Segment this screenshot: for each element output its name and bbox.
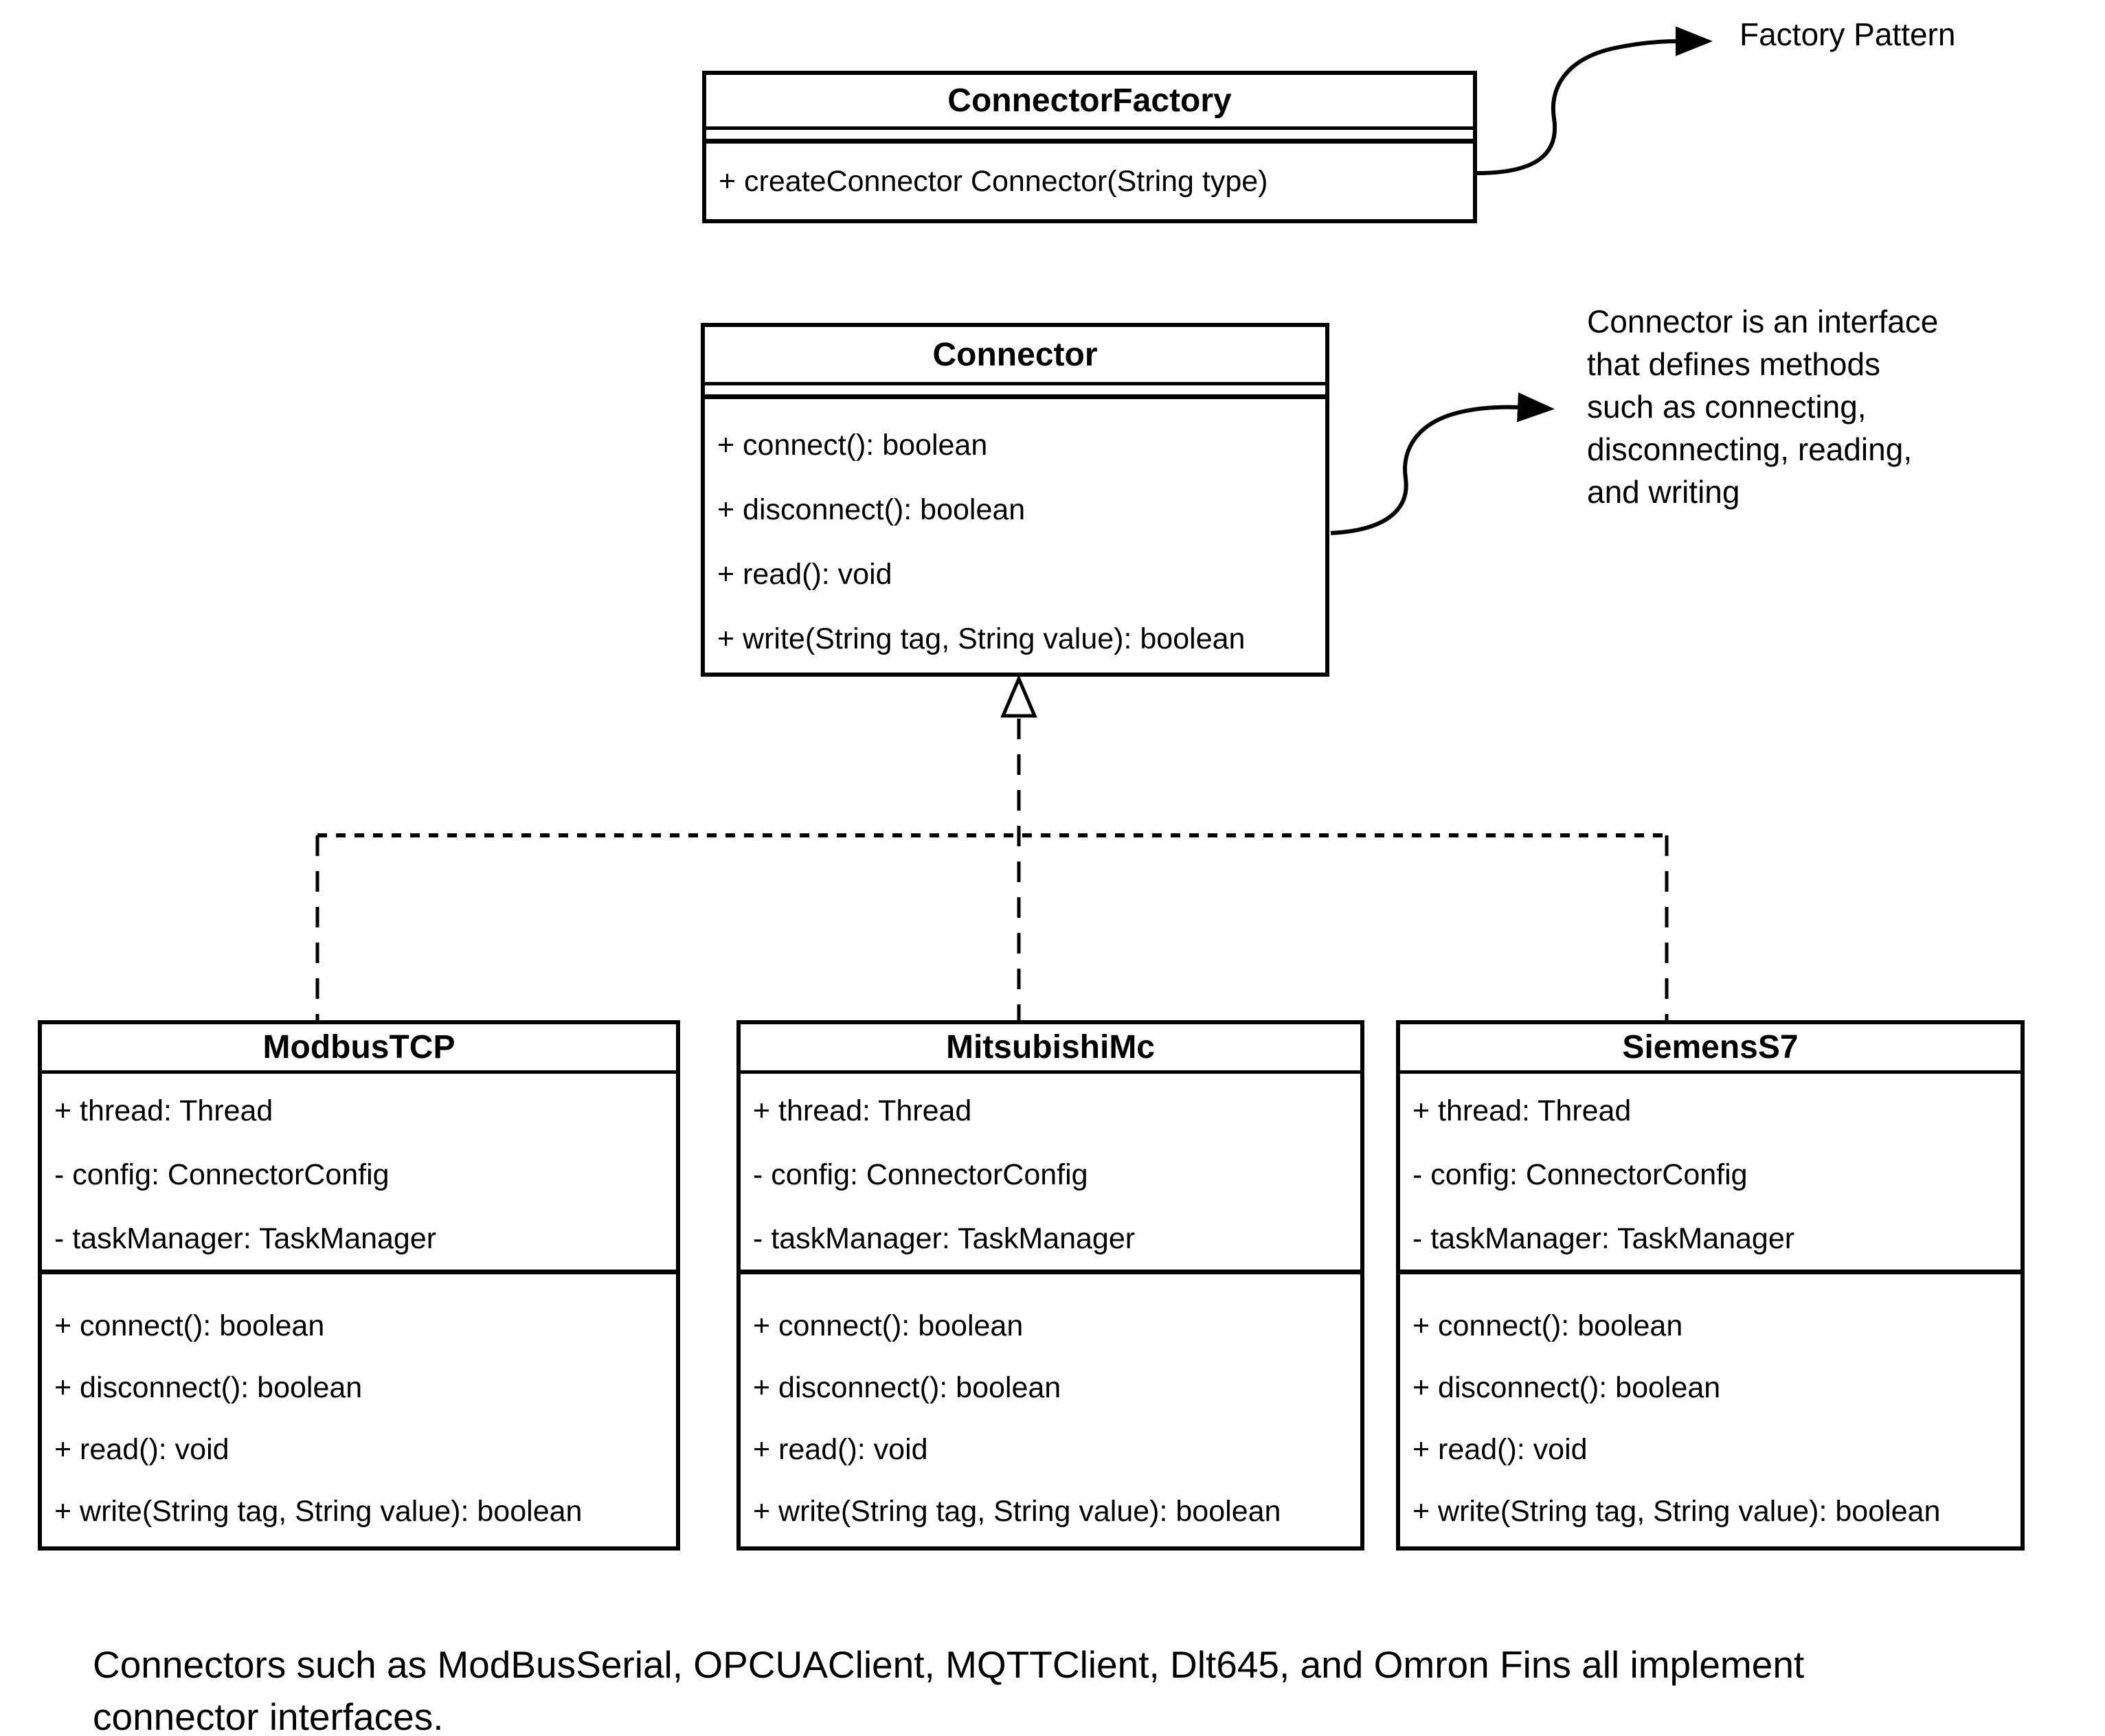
class-attribute: - config: ConnectorConfig (54, 1158, 390, 1191)
class-attribute: - config: ConnectorConfig (1412, 1158, 1748, 1191)
class-title: Connector (705, 327, 1325, 385)
class-method: + disconnect(): boolean (717, 493, 1026, 526)
class-method: + read(): void (717, 557, 892, 591)
class-method: + read(): void (54, 1432, 229, 1466)
class-attribute: - taskManager: TaskManager (753, 1222, 1136, 1255)
attributes-compartment: + thread: Thread - config: ConnectorConf… (741, 1074, 1360, 1274)
class-attribute: - taskManager: TaskManager (1412, 1222, 1795, 1255)
class-method: + read(): void (1412, 1432, 1588, 1466)
class-attribute: + thread: Thread (753, 1094, 972, 1127)
note-line: and writing (1587, 474, 1740, 510)
class-box-connector: Connector + connect(): boolean + disconn… (701, 323, 1329, 677)
note-line: that defines methods (1587, 346, 1881, 382)
class-title: SiemensS7 (1400, 1024, 2020, 1074)
class-method: + disconnect(): boolean (1412, 1371, 1721, 1404)
class-method: + createConnector Connector(String type) (719, 164, 1268, 198)
connector-note-arrow (1330, 392, 1555, 535)
note-line: Connector is an interface (1587, 304, 1939, 339)
methods-compartment: + connect(): boolean + disconnect(): boo… (705, 399, 1325, 673)
realization-triangle-icon (1000, 674, 1037, 718)
class-method: + connect(): boolean (717, 428, 988, 462)
class-method: + connect(): boolean (1412, 1309, 1683, 1342)
methods-compartment: + connect(): boolean + disconnect(): boo… (42, 1274, 676, 1546)
note-line: such as connecting, (1587, 389, 1867, 425)
factory-pattern-label: Factory Pattern (1740, 16, 1956, 52)
class-method: + connect(): boolean (54, 1309, 325, 1342)
class-attribute: + thread: Thread (54, 1094, 273, 1127)
class-method: + disconnect(): boolean (54, 1371, 363, 1404)
footer-note: Connectors such as ModBusSerial, OPCUACl… (93, 1638, 1804, 1736)
connector-interface-note: Connector is an interface that defines m… (1587, 300, 1938, 513)
factory-pattern-arrow (1476, 26, 1713, 175)
empty-attributes-compartment (705, 385, 1325, 399)
class-method: + connect(): boolean (753, 1309, 1024, 1342)
class-method: + disconnect(): boolean (753, 1371, 1061, 1404)
class-method: + write(String tag, String value): boole… (1412, 1494, 1941, 1528)
methods-compartment: + connect(): boolean + disconnect(): boo… (1400, 1274, 2020, 1546)
class-attribute: - config: ConnectorConfig (753, 1158, 1088, 1191)
empty-attributes-compartment (706, 130, 1473, 144)
methods-compartment: + connect(): boolean + disconnect(): boo… (741, 1274, 1360, 1546)
footer-line: Connectors such as ModBusSerial, OPCUACl… (93, 1643, 1805, 1686)
class-box-mitsubishi-mc: MitsubishiMc + thread: Thread - config: … (736, 1020, 1364, 1551)
class-attribute: + thread: Thread (1412, 1094, 1632, 1127)
class-title: ConnectorFactory (706, 75, 1473, 130)
attributes-compartment: + thread: Thread - config: ConnectorConf… (1400, 1074, 2020, 1274)
class-box-siemens-s7: SiemensS7 + thread: Thread - config: Con… (1396, 1020, 2025, 1551)
class-box-modbus-tcp: ModbusTCP + thread: Thread - config: Con… (38, 1020, 680, 1551)
class-method: + write(String tag, String value): boole… (717, 622, 1246, 655)
methods-compartment: + createConnector Connector(String type) (706, 144, 1473, 219)
class-method: + read(): void (753, 1432, 928, 1466)
class-method: + write(String tag, String value): boole… (753, 1494, 1281, 1528)
class-attribute: - taskManager: TaskManager (54, 1222, 437, 1255)
class-method: + write(String tag, String value): boole… (54, 1494, 583, 1528)
class-box-connector-factory: ConnectorFactory + createConnector Conne… (702, 71, 1477, 223)
note-line: disconnecting, reading, (1587, 431, 1913, 467)
class-title: ModbusTCP (42, 1024, 676, 1074)
attributes-compartment: + thread: Thread - config: ConnectorConf… (42, 1074, 676, 1274)
footer-line: connector interfaces. (93, 1695, 444, 1736)
class-title: MitsubishiMc (741, 1024, 1360, 1074)
